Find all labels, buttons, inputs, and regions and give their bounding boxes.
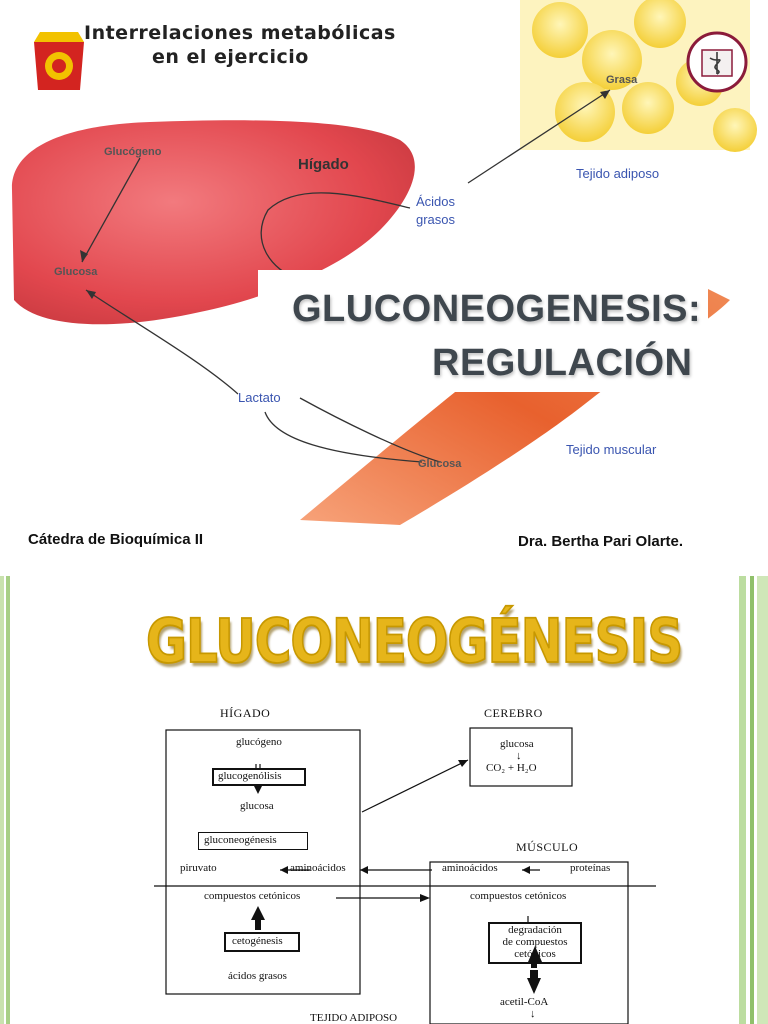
label-grasos: grasos bbox=[416, 212, 456, 227]
university-logo-left bbox=[34, 32, 84, 90]
diagram-compuestos-cetonicos: compuestos cetónicos bbox=[204, 890, 301, 902]
slide1-header-line1: Interrelaciones metabólicas bbox=[84, 22, 396, 44]
diagram-proteinas: proteínas bbox=[570, 862, 611, 874]
diagram-lines bbox=[154, 727, 656, 1024]
label-glucosa-musculo: Glucosa bbox=[418, 458, 462, 470]
diagram-box-degradacion bbox=[488, 922, 582, 964]
label-tejido-adiposo: Tejido adiposo bbox=[576, 166, 660, 181]
university-logo-right bbox=[686, 31, 748, 93]
diagram-glucogenolisis: glucogenólisis bbox=[218, 770, 282, 782]
diagram-label-musculo: MÚSCULO bbox=[516, 840, 579, 854]
label-higado: Hígado bbox=[298, 156, 349, 173]
label-lactato: Lactato bbox=[238, 390, 281, 405]
diagram-glucosa: glucosa bbox=[240, 800, 274, 812]
left-border-bar-inner bbox=[6, 576, 10, 1024]
slide-1: Interrelaciones metabólicas en el ejerci… bbox=[11, 0, 757, 550]
diagram-co2-h2o: CO₂ + H₂O bbox=[486, 762, 537, 774]
diagram-label-cerebro: CEREBRO bbox=[484, 706, 543, 720]
diagram-degradacion-1: degradación bbox=[508, 924, 562, 936]
slide2-title: GLUCONEOGÉNESIS bbox=[145, 605, 684, 678]
slide1-footer-department: Cátedra de Bioquímica II bbox=[28, 531, 204, 548]
diagram-piruvato: piruvato bbox=[180, 862, 217, 874]
label-acidos: Ácidos bbox=[416, 194, 456, 209]
metabolic-diagram: HÍGADO CEREBRO MÚSCULO TEJIDO ADIPOSO gl… bbox=[150, 700, 660, 1024]
diagram-glucogeno: glucógeno bbox=[236, 736, 282, 748]
right-border-bar-mid bbox=[750, 576, 754, 1024]
diagram-acetil-arrow: ↓ bbox=[530, 1008, 536, 1020]
diagram-gluconeogenesis: gluconeogénesis bbox=[204, 834, 277, 846]
diagram-degradacion-3: cetónicos bbox=[514, 948, 556, 960]
slide1-footer-author: Dra. Bertha Pari Olarte. bbox=[518, 533, 684, 550]
label-glucosa: Glucosa bbox=[54, 266, 98, 278]
diagram-degradacion-2: de compuestos bbox=[502, 936, 568, 948]
label-tejido-muscular: Tejido muscular bbox=[566, 442, 657, 457]
diagram-musculo-aminoacidos: aminoácidos bbox=[442, 862, 498, 874]
label-glucogeno: Glucógeno bbox=[104, 146, 162, 158]
diagram-label-tejido-adiposo: TEJIDO ADIPOSO bbox=[310, 1012, 398, 1024]
right-border-bar bbox=[739, 576, 746, 1024]
title-backdrop bbox=[258, 270, 708, 392]
diagram-cetogenesis: cetogénesis bbox=[232, 935, 283, 947]
slide1-title-line1: GLUCONEOGENESIS: bbox=[292, 288, 702, 330]
diagram-label-higado: HÍGADO bbox=[220, 706, 271, 720]
diagram-cerebro-arrow: ↓ bbox=[516, 750, 522, 762]
slide1-header-line2: en el ejercicio bbox=[152, 46, 309, 68]
diagram-box-cetogenesis bbox=[224, 932, 300, 952]
label-grasa: Grasa bbox=[606, 74, 638, 86]
slide1-title-line2: REGULACIÓN bbox=[432, 342, 693, 384]
diagram-cerebro-glucosa: glucosa bbox=[500, 738, 534, 750]
diagram-musculo-compuestos: compuestos cetónicos bbox=[470, 890, 567, 902]
diagram-box-gluconeogenesis bbox=[198, 832, 308, 850]
diagram-aminoacidos: aminoácidos bbox=[290, 862, 346, 874]
right-border-bar-outer bbox=[757, 576, 768, 1024]
diagram-box-glucogenolisis bbox=[212, 768, 306, 786]
diagram-acetil-coa: acetil-CoA bbox=[500, 996, 549, 1008]
slide-2: GLUCONEOGÉNESIS bbox=[0, 576, 768, 1024]
left-border-bar bbox=[0, 576, 4, 1024]
diagram-acidos-grasos: ácidos grasos bbox=[228, 970, 287, 982]
